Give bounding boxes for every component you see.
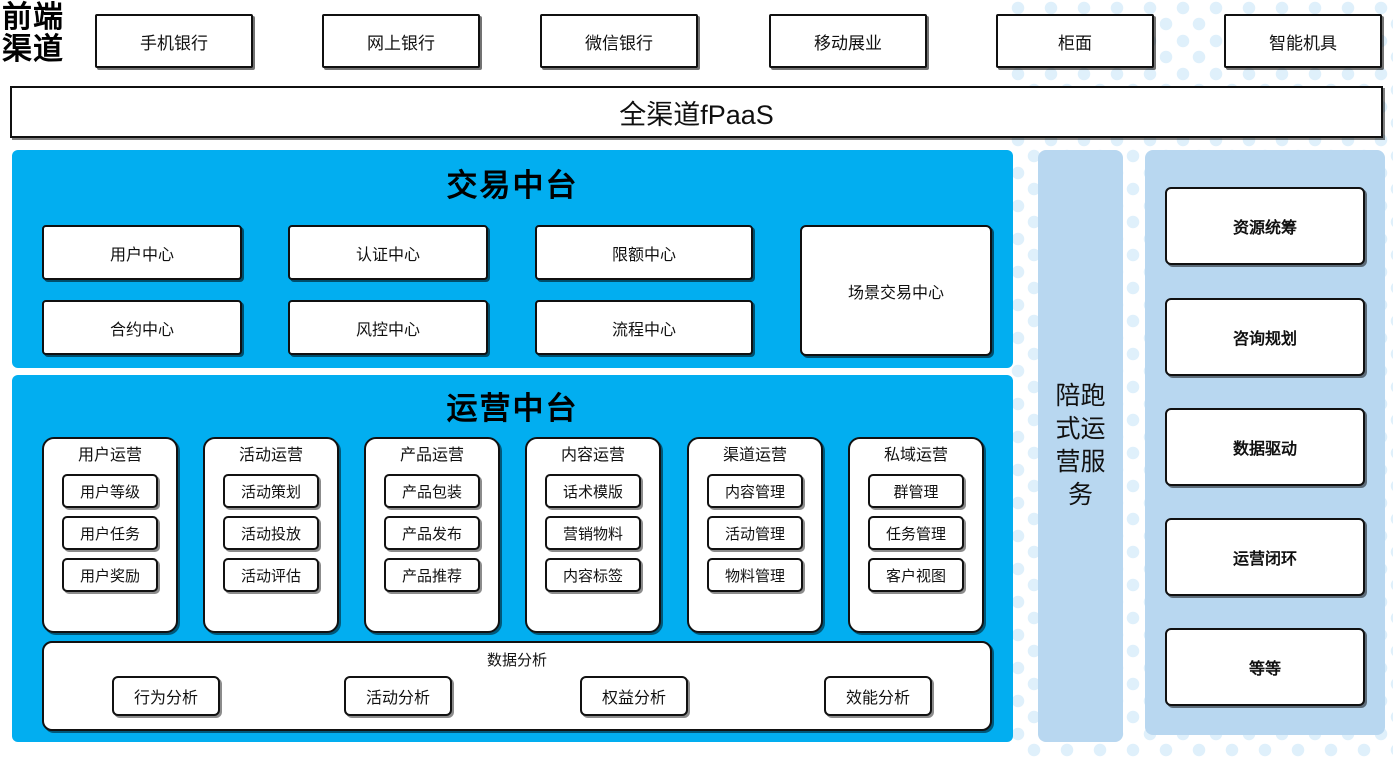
value-box-etc[interactable]: 等等 [1165, 628, 1365, 706]
omnichannel-fpaas-bar[interactable]: 全渠道fPaaS [10, 86, 1383, 138]
ops-leaf-user-reward[interactable]: 用户奖励 [62, 558, 158, 592]
ops-leaf-product-recommendation[interactable]: 产品推荐 [384, 558, 480, 592]
ops-group-title: 产品运营 [399, 447, 464, 464]
front-end-channel-label: 前端 渠道 [2, 2, 90, 66]
value-box-data-driven[interactable]: 数据驱动 [1165, 408, 1365, 486]
data-analysis-leaf-rights[interactable]: 权益分析 [580, 676, 688, 716]
ops-leaf-content-tag[interactable]: 内容标签 [545, 558, 641, 592]
trade-middle-platform-title: 交易中台 [446, 168, 579, 203]
front-end-channel-label-line1: 前端 [2, 1, 64, 34]
front-end-channel-label-line2: 渠道 [2, 33, 64, 66]
trade-box-limit-center[interactable]: 限额中心 [535, 225, 753, 280]
ops-leaf-user-level[interactable]: 用户等级 [62, 474, 158, 508]
ops-group-private-domain-operations[interactable]: 私域运营 群管理 任务管理 客户视图 [848, 437, 984, 633]
ops-group-title: 活动运营 [238, 447, 303, 464]
ops-leaf-group-management[interactable]: 群管理 [868, 474, 964, 508]
ops-group-title: 渠道运营 [722, 447, 787, 464]
ops-leaf-material-management[interactable]: 物料管理 [707, 558, 803, 592]
channel-box-wechat-bank[interactable]: 微信银行 [540, 14, 698, 68]
trade-box-risk-center[interactable]: 风控中心 [288, 300, 488, 355]
ops-group-title: 内容运营 [560, 447, 625, 464]
data-analysis-leaf-efficiency[interactable]: 效能分析 [824, 676, 932, 716]
ops-leaf-user-task[interactable]: 用户任务 [62, 516, 158, 550]
data-analysis-title: 数据分析 [486, 652, 547, 669]
channel-box-mobile-business[interactable]: 移动展业 [769, 14, 927, 68]
trade-box-auth-center[interactable]: 认证中心 [288, 225, 488, 280]
ops-leaf-activity-planning[interactable]: 活动策划 [223, 474, 319, 508]
channel-box-mobile-bank[interactable]: 手机银行 [95, 14, 253, 68]
channel-box-smart-machine[interactable]: 智能机具 [1224, 14, 1382, 68]
channel-box-online-bank[interactable]: 网上银行 [322, 14, 480, 68]
companion-operation-service-strip: 陪跑式运营服务 [1038, 150, 1123, 742]
ops-leaf-task-management[interactable]: 任务管理 [868, 516, 964, 550]
operations-middle-platform-title: 运营中台 [446, 391, 579, 426]
ops-leaf-product-packaging[interactable]: 产品包装 [384, 474, 480, 508]
trade-box-scene-transaction-center[interactable]: 场景交易中心 [800, 225, 992, 356]
data-analysis-block: 数据分析 行为分析 活动分析 权益分析 效能分析 [42, 641, 992, 731]
ops-group-title: 私域运营 [883, 447, 948, 464]
ops-leaf-customer-view[interactable]: 客户视图 [868, 558, 964, 592]
ops-group-product-operations[interactable]: 产品运营 产品包装 产品发布 产品推荐 [364, 437, 500, 633]
ops-group-user-operations[interactable]: 用户运营 用户等级 用户任务 用户奖励 [42, 437, 178, 633]
ops-group-title: 用户运营 [77, 447, 142, 464]
data-analysis-leaf-activity[interactable]: 活动分析 [344, 676, 452, 716]
value-box-operation-closed-loop[interactable]: 运营闭环 [1165, 518, 1365, 596]
ops-group-content-operations[interactable]: 内容运营 话术模版 营销物料 内容标签 [525, 437, 661, 633]
ops-leaf-activity-delivery[interactable]: 活动投放 [223, 516, 319, 550]
value-services-strip: 资源统筹 咨询规划 数据驱动 运营闭环 等等 [1145, 150, 1385, 735]
ops-leaf-script-template[interactable]: 话术模版 [545, 474, 641, 508]
value-box-consulting-planning[interactable]: 咨询规划 [1165, 298, 1365, 376]
ops-leaf-content-management[interactable]: 内容管理 [707, 474, 803, 508]
ops-leaf-activity-management[interactable]: 活动管理 [707, 516, 803, 550]
companion-operation-service-label: 陪跑式运营服务 [1055, 382, 1106, 509]
channel-box-counter[interactable]: 柜面 [996, 14, 1154, 68]
trade-box-process-center[interactable]: 流程中心 [535, 300, 753, 355]
ops-leaf-marketing-material[interactable]: 营销物料 [545, 516, 641, 550]
value-box-resource-coordination[interactable]: 资源统筹 [1165, 187, 1365, 265]
ops-leaf-activity-evaluation[interactable]: 活动评估 [223, 558, 319, 592]
ops-leaf-product-release[interactable]: 产品发布 [384, 516, 480, 550]
ops-group-channel-operations[interactable]: 渠道运营 内容管理 活动管理 物料管理 [687, 437, 823, 633]
ops-group-activity-operations[interactable]: 活动运营 活动策划 活动投放 活动评估 [203, 437, 339, 633]
data-analysis-leaf-behavior[interactable]: 行为分析 [112, 676, 220, 716]
trade-box-contract-center[interactable]: 合约中心 [42, 300, 242, 355]
trade-box-user-center[interactable]: 用户中心 [42, 225, 242, 280]
